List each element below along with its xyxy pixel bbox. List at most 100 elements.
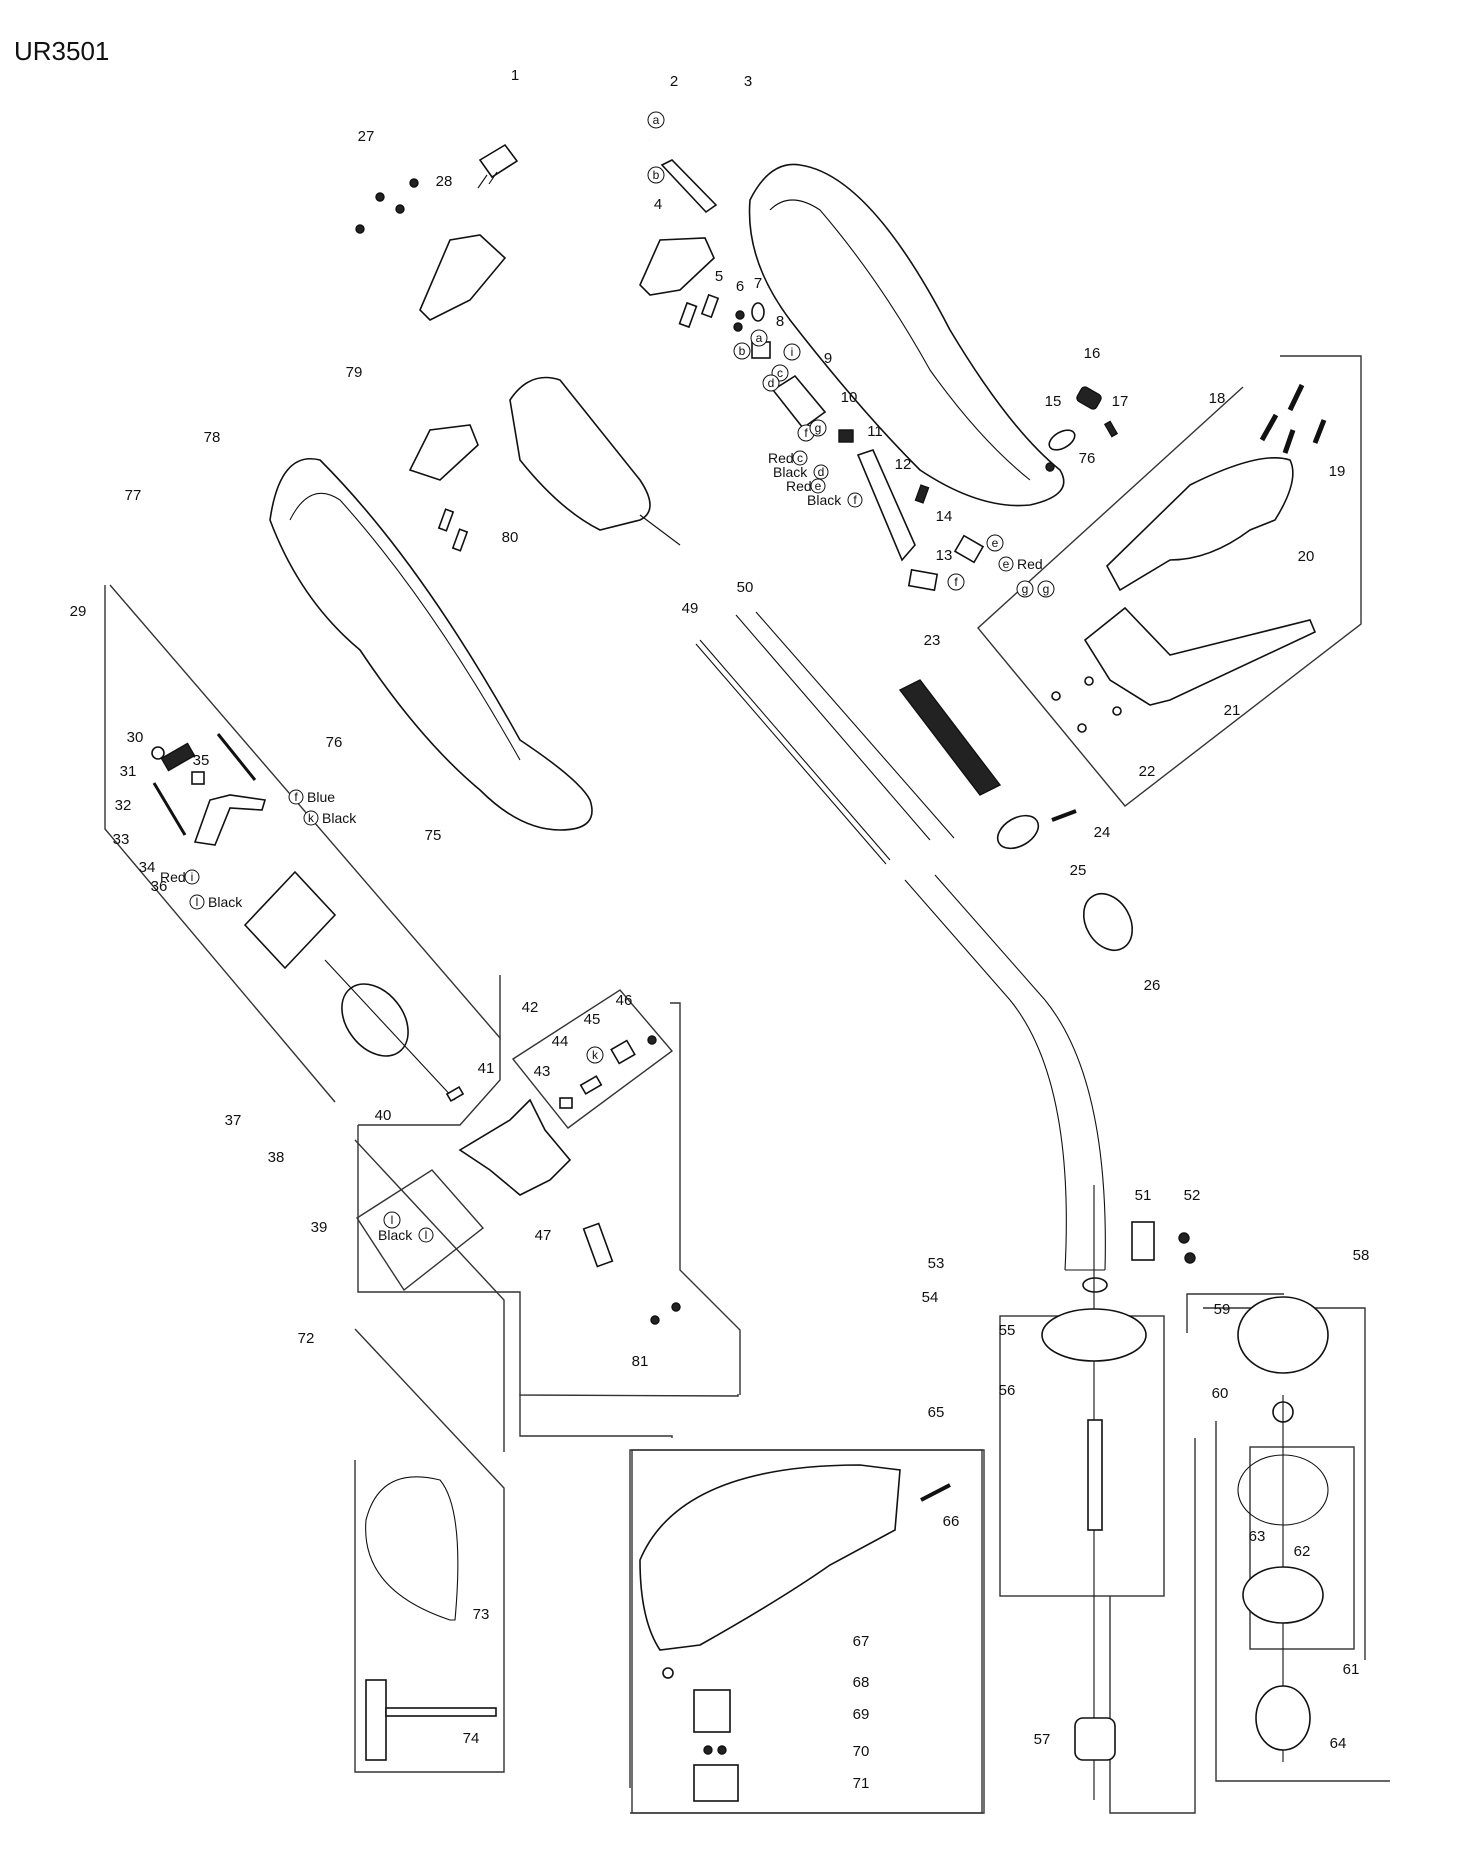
svg-text:i: i <box>191 870 194 884</box>
svg-text:Black: Black <box>322 810 357 826</box>
screw-6-icon <box>735 310 745 320</box>
part-label-75: 75 <box>425 827 442 844</box>
screw-76-icon <box>1045 462 1055 472</box>
part-label-67: 67 <box>853 1633 870 1650</box>
screw-long-icon <box>216 733 257 781</box>
cutter-plate-69-icon <box>693 1689 731 1733</box>
safety-guard-67-icon <box>639 1464 901 1651</box>
part-label-14: 14 <box>936 508 953 525</box>
svg-text:Black: Black <box>773 464 808 480</box>
part-label-59: 59 <box>1214 1301 1231 1318</box>
clamp-piece-icon <box>700 293 720 319</box>
part-label-56: 56 <box>999 1382 1016 1399</box>
svg-text:a: a <box>756 331 763 345</box>
part-label-13: 13 <box>936 547 953 564</box>
switch-lever-icon <box>856 449 916 562</box>
housing-right-icon <box>748 163 1065 507</box>
svg-text:f: f <box>954 575 958 589</box>
group-box-29 <box>104 585 336 1103</box>
part-label-32: 32 <box>115 797 132 814</box>
svg-text:c: c <box>777 366 783 380</box>
group-box-65-rect <box>631 1449 983 1814</box>
part-label-81: 81 <box>632 1353 649 1370</box>
part-label-44: 44 <box>552 1033 569 1050</box>
part-label-61: 61 <box>1343 1661 1360 1678</box>
screw-70-icon <box>703 1745 713 1755</box>
part-label-5: 5 <box>715 268 723 285</box>
part-label-50: 50 <box>737 579 754 596</box>
part-label-71: 71 <box>853 1775 870 1792</box>
svg-text:Red: Red <box>786 478 812 494</box>
connection-marker-k: k <box>586 1046 604 1064</box>
sleeve-icon <box>660 159 718 214</box>
screw-32-icon <box>152 782 187 836</box>
svg-text:c: c <box>797 451 803 465</box>
part-label-76: 76 <box>326 734 343 751</box>
fan-31-icon <box>160 742 196 772</box>
svg-text:l: l <box>196 895 199 909</box>
screw-70b-icon <box>717 1745 727 1755</box>
lock-lever-icon <box>1048 429 1076 451</box>
lever-spring-icon <box>914 484 930 504</box>
housing-left-icon <box>269 458 593 831</box>
capacitor-icon <box>907 568 939 592</box>
switch-cover-icon <box>408 424 479 481</box>
shafts-icon <box>695 611 1106 1271</box>
svg-text:Red: Red <box>160 869 186 885</box>
bolt-24-icon <box>1051 809 1077 822</box>
part-label-76: 76 <box>1079 450 1096 467</box>
loop-handle-lower-icon <box>1083 606 1317 706</box>
motor-shaft <box>639 514 681 546</box>
spool-62-icon <box>1242 1566 1324 1624</box>
group-box-72b <box>354 1139 505 1452</box>
part-label-62: 62 <box>1294 1543 1311 1560</box>
group-box-main <box>357 1125 739 1397</box>
part-label-49: 49 <box>682 600 699 617</box>
part-label-68: 68 <box>853 1674 870 1691</box>
parts-artwork <box>151 107 1329 1802</box>
group-box-42 <box>511 989 674 1129</box>
group-box-main-outer <box>358 1038 501 1126</box>
svg-text:Black: Black <box>208 894 243 910</box>
cord-guard-icon <box>678 301 698 329</box>
part-label-72: 72 <box>298 1330 315 1347</box>
gear-housing-41-icon <box>458 1098 572 1196</box>
svg-text:k: k <box>592 1048 599 1062</box>
part-label-69: 69 <box>853 1706 870 1723</box>
connection-marker-l: l <box>383 1211 401 1229</box>
connection-marker-f: f <box>947 573 965 591</box>
part-label-42: 42 <box>522 999 539 1016</box>
brushes-80-icon <box>437 508 469 552</box>
part-label-74: 74 <box>463 1730 480 1747</box>
part-label-53: 53 <box>928 1255 945 1272</box>
svg-text:k: k <box>308 811 315 825</box>
svg-text:Red: Red <box>768 450 794 466</box>
holder-43-icon <box>559 1097 573 1109</box>
part-label-26: 26 <box>1144 977 1161 994</box>
screw-46-icon <box>647 1035 657 1045</box>
part-label-23: 23 <box>924 632 941 649</box>
svg-text:d: d <box>818 465 825 479</box>
connection-marker-a: a <box>750 329 768 347</box>
screw-81-icon <box>650 1315 660 1325</box>
part-label-52: 52 <box>1184 1187 1201 1204</box>
part-label-39: 39 <box>311 1219 328 1236</box>
svg-text:e: e <box>1003 557 1010 571</box>
svg-text:Blue: Blue <box>307 789 335 805</box>
plate-55-icon <box>1041 1308 1147 1362</box>
svg-text:b: b <box>739 344 746 358</box>
spacer-35-icon <box>191 771 205 785</box>
svg-text:Red: Red <box>1017 556 1043 572</box>
svg-text:i: i <box>791 345 794 359</box>
bump-knob-64-icon <box>1255 1685 1311 1751</box>
spool-cover-59-icon <box>1237 1296 1329 1374</box>
svg-text:g: g <box>1022 582 1029 596</box>
svg-text:g: g <box>1043 582 1050 596</box>
part-label-7: 7 <box>754 275 762 292</box>
part-label-65: 65 <box>928 1404 945 1421</box>
